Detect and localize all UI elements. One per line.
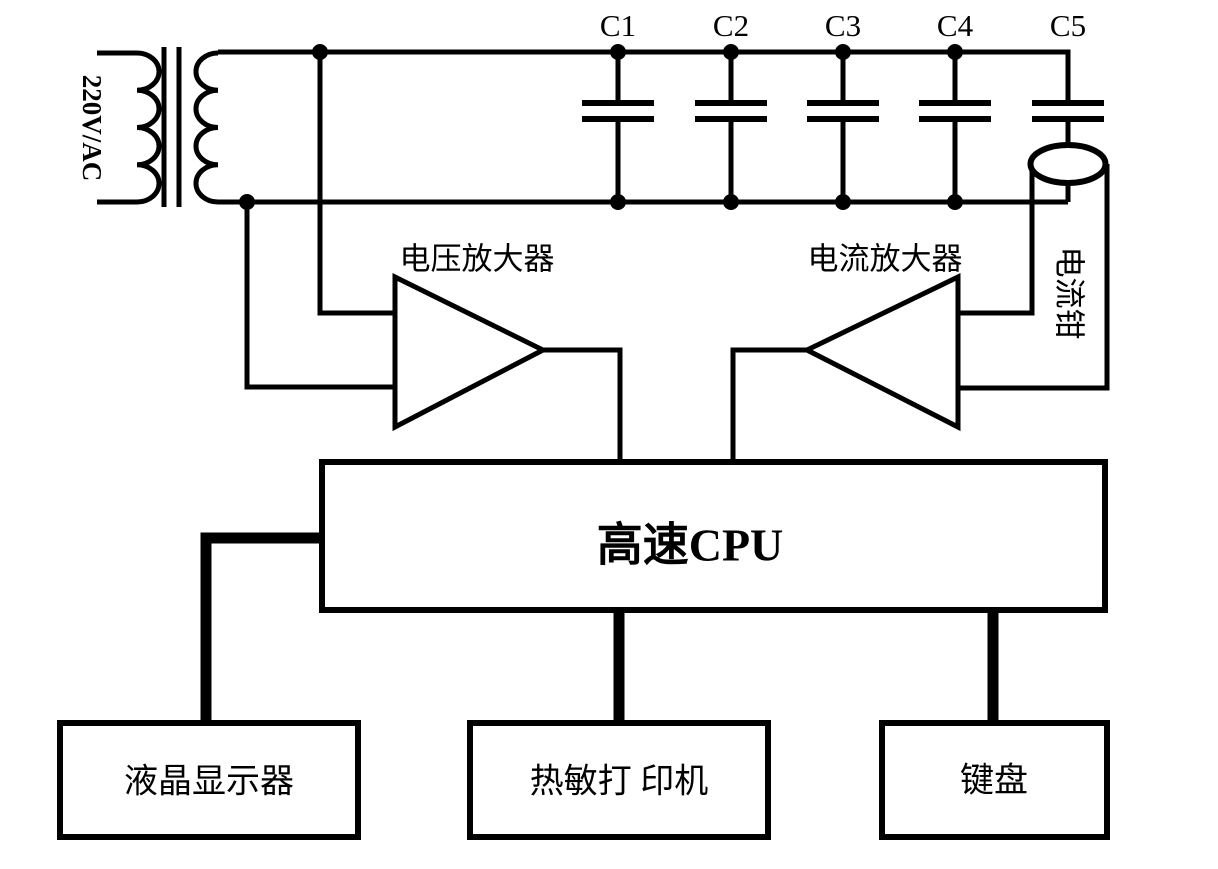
keyboard-box bbox=[879, 720, 1110, 840]
junction-dot bbox=[723, 194, 739, 210]
junction-dots bbox=[239, 44, 963, 210]
current-clamp-label: 电流钳 bbox=[1052, 247, 1087, 340]
capacitor-c5-label: C5 bbox=[1050, 8, 1086, 43]
current-clamp-ellipse bbox=[1027, 142, 1109, 186]
transformer-core bbox=[161, 47, 182, 207]
junction-dot bbox=[610, 44, 626, 60]
junction-dot bbox=[835, 194, 851, 210]
cpu-box bbox=[319, 459, 1108, 613]
clamp-right-wire bbox=[958, 164, 1110, 391]
transformer-primary-coil bbox=[136, 50, 162, 205]
capacitor-c3-label: C3 bbox=[825, 8, 861, 43]
current-amplifier-triangle bbox=[801, 273, 961, 432]
capacitor-c2-plates bbox=[695, 100, 767, 122]
junction-dot bbox=[947, 194, 963, 210]
wires bbox=[97, 49, 1110, 462]
cpu-to-lcd-bus bbox=[200, 532, 325, 723]
capacitor-plates bbox=[582, 100, 1104, 122]
current-amp-output-wire bbox=[730, 347, 807, 462]
capacitor-c5-plates bbox=[1032, 100, 1104, 122]
lcd-display-label: 液晶显示器 bbox=[124, 763, 294, 801]
thermal-printer-label: 热敏打 印机 bbox=[530, 763, 709, 801]
thermal-printer-box bbox=[467, 720, 771, 840]
voltage-amp-output-wire bbox=[543, 347, 623, 462]
bus-connectors bbox=[200, 532, 999, 723]
capacitor-c4-label: C4 bbox=[937, 8, 974, 43]
clamp-left-wire bbox=[958, 164, 1035, 316]
voltage-amp-lower-input-wire bbox=[244, 204, 395, 390]
power-source-label: 220V/AC bbox=[77, 75, 107, 182]
voltage-amplifier-triangle bbox=[392, 272, 549, 432]
voltage-amplifier-label: 电压放大器 bbox=[400, 242, 555, 277]
junction-dot bbox=[239, 194, 255, 210]
junction-dot bbox=[312, 44, 328, 60]
cpu-label: 高速CPU bbox=[597, 520, 784, 571]
current-amplifier-label: 电流放大器 bbox=[808, 242, 963, 277]
capacitor-c2-label: C2 bbox=[713, 8, 749, 43]
capacitor-c3-plates bbox=[807, 100, 879, 122]
junction-dot bbox=[835, 44, 851, 60]
transformer-secondary-coil bbox=[193, 50, 219, 205]
capacitor-c4-plates bbox=[919, 100, 991, 122]
capacitor-c1-label: C1 bbox=[600, 8, 636, 43]
junction-dot bbox=[723, 44, 739, 60]
junction-dot bbox=[610, 194, 626, 210]
junction-dot bbox=[947, 44, 963, 60]
lcd-display-box bbox=[57, 720, 361, 840]
capacitor-c1-plates bbox=[582, 100, 654, 122]
top-rail bbox=[218, 49, 1071, 100]
keyboard-label: 键盘 bbox=[960, 762, 1028, 800]
voltage-amp-upper-input-wire bbox=[317, 54, 395, 316]
